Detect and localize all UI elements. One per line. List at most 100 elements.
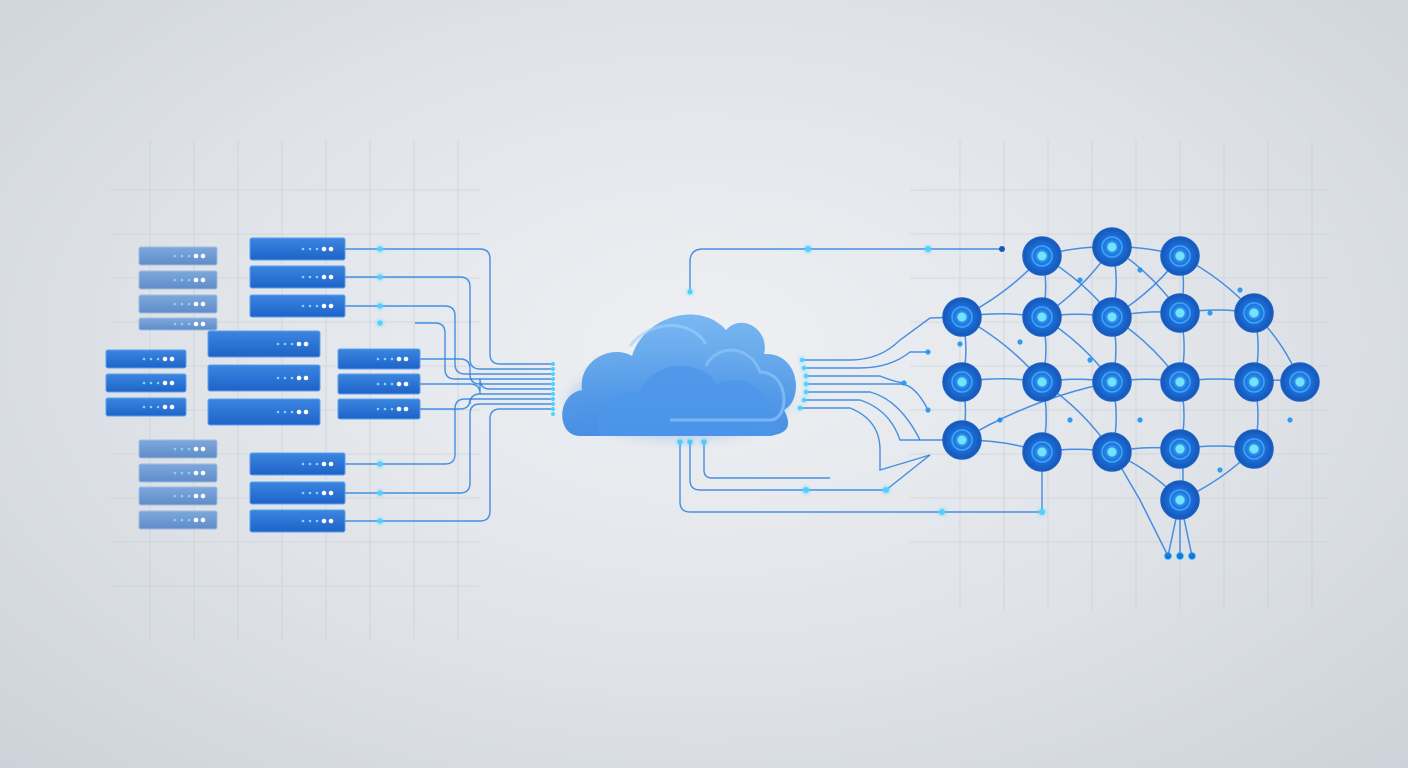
server-led xyxy=(173,494,177,498)
wire xyxy=(806,391,962,441)
server-rack-icon xyxy=(138,270,218,290)
server-led xyxy=(383,357,387,361)
server-led xyxy=(315,275,319,279)
network-node-core xyxy=(1175,377,1185,387)
network-node xyxy=(1092,297,1132,337)
server-led xyxy=(200,517,206,523)
server-led xyxy=(173,447,177,451)
network-node xyxy=(1280,362,1320,402)
server-rack-body xyxy=(249,265,346,289)
server-led xyxy=(169,380,175,386)
server-led xyxy=(308,491,312,495)
server-led xyxy=(321,303,327,309)
server-led xyxy=(301,491,305,495)
server-led xyxy=(321,246,327,252)
network-node-core xyxy=(957,377,967,387)
network-node-core xyxy=(1175,495,1185,505)
server-rack-body xyxy=(249,452,346,476)
server-rack-body xyxy=(105,397,187,417)
server-rack-body xyxy=(138,270,218,290)
network-node-core xyxy=(1037,312,1047,322)
server-led xyxy=(321,518,327,524)
network-node xyxy=(942,362,982,402)
server-rack-icon xyxy=(249,509,346,533)
wire-end-dot xyxy=(687,439,693,445)
wire-end-dot xyxy=(551,367,555,371)
server-led xyxy=(193,446,199,452)
wire-end-dot xyxy=(677,439,683,445)
network-junction-dot xyxy=(925,349,931,355)
server-led xyxy=(180,518,184,522)
server-led xyxy=(403,406,409,412)
server-led xyxy=(187,447,191,451)
server-led xyxy=(315,247,319,251)
wire-end-dot xyxy=(551,407,555,411)
network-node xyxy=(1022,362,1062,402)
server-led xyxy=(187,254,191,258)
wire xyxy=(345,398,552,465)
server-led xyxy=(187,518,191,522)
wire-node-dot xyxy=(803,487,809,493)
server-rack-body xyxy=(249,237,346,261)
network-junction-dot xyxy=(1287,417,1293,423)
wire-end-dot xyxy=(803,389,809,395)
network-node-core xyxy=(1107,312,1117,322)
server-led xyxy=(276,376,280,380)
network-node-core xyxy=(1107,377,1117,387)
server-led xyxy=(301,275,305,279)
wire-end-dot xyxy=(801,365,807,371)
server-rack-icon xyxy=(138,317,218,331)
server-led xyxy=(200,277,206,283)
wire-end-dot xyxy=(797,405,803,411)
server-led xyxy=(328,274,334,280)
server-led xyxy=(321,461,327,467)
server-led xyxy=(200,493,206,499)
server-led xyxy=(308,275,312,279)
wire xyxy=(345,408,552,522)
network-node-core xyxy=(1175,308,1185,318)
server-rack-icon xyxy=(138,439,218,459)
wire-end-dot xyxy=(551,362,555,366)
server-led xyxy=(303,375,309,381)
server-led xyxy=(283,342,287,346)
server-led xyxy=(162,380,168,386)
server-led xyxy=(315,519,319,523)
network-junction-dot xyxy=(1217,467,1223,473)
network-junction-dot xyxy=(957,341,963,347)
server-rack-icon xyxy=(138,463,218,483)
server-led xyxy=(149,405,153,409)
server-led xyxy=(173,518,177,522)
wire xyxy=(689,248,1002,292)
server-rack-icon xyxy=(207,398,321,426)
network-node-core xyxy=(1037,377,1047,387)
server-led xyxy=(149,357,153,361)
wire-node-dot xyxy=(1039,509,1045,515)
server-rack-icon xyxy=(337,373,421,395)
wire xyxy=(420,393,552,410)
server-led xyxy=(142,381,146,385)
server-rack-icon xyxy=(138,486,218,506)
server-led xyxy=(301,462,305,466)
network-junction-dot xyxy=(901,380,907,386)
server-rack-body xyxy=(249,509,346,533)
network-node-core xyxy=(1107,447,1117,457)
server-led xyxy=(315,304,319,308)
server-led xyxy=(376,407,380,411)
network-junction-dot xyxy=(1087,357,1093,363)
network-node-core xyxy=(1249,308,1259,318)
server-led xyxy=(169,404,175,410)
wire-end-dot xyxy=(551,402,555,406)
wire-node-dot xyxy=(999,246,1005,252)
wire-node-dot xyxy=(377,518,383,524)
server-rack-body xyxy=(105,373,187,393)
server-led xyxy=(200,446,206,452)
network-node-core xyxy=(1175,251,1185,261)
network-junction-dot xyxy=(1237,287,1243,293)
server-led xyxy=(396,356,402,362)
server-rack-icon xyxy=(249,294,346,318)
wire xyxy=(345,276,552,370)
wire xyxy=(345,403,552,494)
network-node xyxy=(1160,480,1200,520)
wire-node-dot xyxy=(925,246,931,252)
